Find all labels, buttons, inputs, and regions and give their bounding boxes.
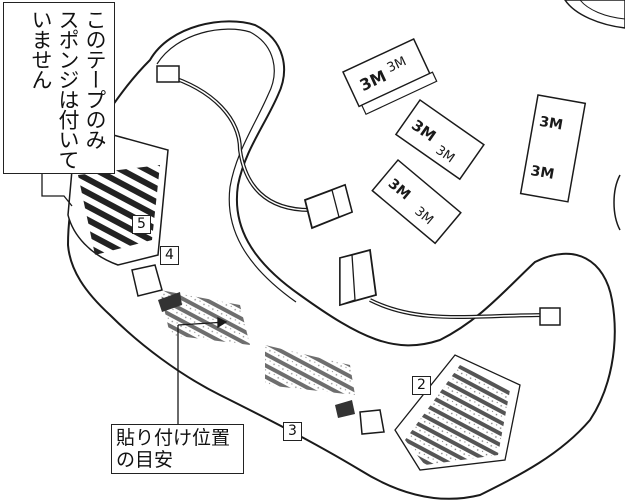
tape-block-c: 3M 3M bbox=[519, 94, 587, 203]
sponge-pad-2 bbox=[394, 354, 521, 471]
position-note-line-1: 貼り付け位置 bbox=[116, 427, 231, 449]
sponge-pad-3 bbox=[265, 345, 355, 395]
cable-connector-lower bbox=[339, 248, 561, 326]
attach-position-callout: 貼り付け位置 の目安 bbox=[111, 424, 244, 474]
step-number-4: 4 bbox=[160, 246, 179, 265]
sponge-note-callout: このテープのみ スポンジは付いて いません bbox=[3, 2, 115, 174]
small-part-4 bbox=[131, 264, 182, 312]
sponge-pad-4 bbox=[160, 290, 250, 345]
step-number-2: 2 bbox=[412, 376, 431, 395]
tape-block-a: 3M 3M bbox=[342, 38, 438, 116]
tape-block-b: 3M 3M bbox=[394, 98, 485, 181]
tape-label: 3M bbox=[385, 54, 409, 76]
corner-part bbox=[564, 0, 625, 29]
sponge-note-line-3: いません bbox=[29, 9, 53, 89]
position-note-line-2: の目安 bbox=[116, 449, 174, 471]
tape-label: 3M bbox=[529, 163, 555, 183]
step-number-5: 5 bbox=[132, 215, 151, 234]
cable-connector-upper bbox=[156, 65, 354, 230]
tape-label: 3M bbox=[538, 114, 564, 134]
small-part-3 bbox=[335, 400, 385, 435]
sponge-note-line-1: このテープのみ bbox=[83, 9, 107, 149]
sponge-note-line-2: スポンジは付いて bbox=[56, 9, 80, 169]
leader-lines bbox=[41, 172, 228, 424]
tape-block-d: 3M 3M bbox=[371, 158, 462, 245]
step-number-3: 3 bbox=[283, 422, 302, 441]
